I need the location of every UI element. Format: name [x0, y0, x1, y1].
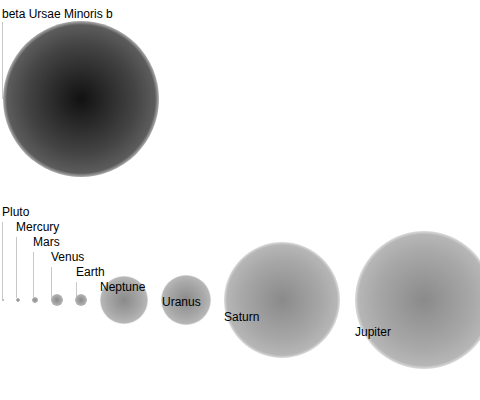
leader-line — [16, 237, 17, 298]
planet-disc — [32, 297, 38, 303]
planet-disc — [355, 231, 480, 369]
planet-disc — [16, 298, 20, 302]
planet-shape — [32, 297, 38, 303]
planet-name: Neptune — [100, 280, 145, 294]
planet-name: Pluto — [2, 205, 29, 219]
planet-circle: Uranus — [161, 275, 211, 325]
planet-circle: Saturn — [224, 242, 340, 358]
planet-shape — [100, 276, 148, 324]
planet-name: Saturn — [224, 310, 259, 324]
planet-circle: Pluto — [2, 299, 4, 301]
leader-line — [2, 222, 3, 299]
planet-name: beta Ursae Minoris b — [2, 7, 113, 21]
planet-name: Mars — [33, 235, 60, 249]
planet-circle: Jupiter — [355, 231, 480, 369]
planet-shape — [3, 21, 159, 177]
planet-disc — [75, 294, 87, 306]
leader-line — [33, 252, 34, 297]
planet-name: Jupiter — [355, 325, 391, 339]
leader-line — [51, 267, 52, 299]
leader-line — [2, 22, 3, 99]
planet-shape — [355, 231, 480, 369]
planet-name: Venus — [51, 250, 84, 264]
planet-circle: beta Ursae Minoris b — [3, 21, 159, 177]
planet-shape — [75, 294, 87, 306]
planet-name: Mercury — [16, 220, 59, 234]
planet-disc — [224, 242, 340, 358]
planet-circle: Neptune — [100, 276, 148, 324]
planet-circle: Mercury — [16, 298, 20, 302]
planet-disc — [3, 21, 159, 177]
planet-disc — [2, 299, 4, 301]
planet-shape — [224, 242, 340, 358]
planet-circle: Venus — [51, 294, 63, 306]
planet-name: Earth — [76, 265, 105, 279]
planet-circle: Mars — [32, 297, 38, 303]
planet-circle: Earth — [75, 294, 87, 306]
planet-disc — [51, 294, 63, 306]
planet-shape — [16, 298, 20, 302]
planet-name: Uranus — [162, 295, 201, 309]
planet-shape — [2, 299, 4, 301]
planet-shape — [51, 294, 63, 306]
planet-shape — [161, 275, 211, 325]
